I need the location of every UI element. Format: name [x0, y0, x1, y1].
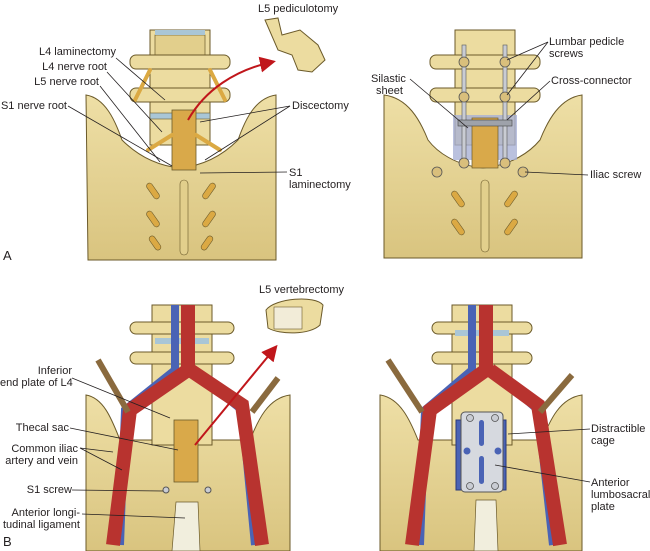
retractor: [95, 358, 131, 414]
pedicle-screw: [458, 157, 470, 169]
label-distractible-cage-line1: Distractible: [591, 423, 646, 435]
panel-letter-b: B: [3, 534, 12, 549]
panel-a-left-illustration: [67, 17, 326, 261]
label-cross-connector: Cross-connector: [551, 75, 632, 87]
leader-lines: [494, 428, 591, 483]
pedicle-screw: [458, 91, 470, 103]
label-anterior-longitudinal-line1: Anterior longi-: [11, 507, 80, 519]
pedicle-screw: [458, 56, 470, 68]
common-iliac-artery: [186, 364, 269, 546]
pedicle-screw: [499, 56, 511, 68]
removal-arrow: [187, 56, 276, 121]
nerve-root: [194, 133, 222, 152]
label-s1-laminectomy-line2: laminectomy: [289, 179, 351, 191]
common-iliac-artery: [405, 305, 493, 546]
s1-screw: [162, 486, 170, 494]
label-l4-nerve-root: L4 nerve root: [42, 61, 107, 73]
retractor: [249, 376, 281, 414]
common-iliac-artery: [106, 305, 195, 546]
anterior-longitudinal-ligament: [171, 501, 201, 551]
thecal-sac: [171, 109, 197, 171]
panel-b-left-illustration: [69, 298, 324, 551]
l5-fragment-bone: [264, 17, 326, 73]
label-common-iliac-line2: artery and vein: [5, 455, 78, 467]
label-thecal-sac: Thecal sac: [15, 422, 69, 434]
panel-b-right-illustration: [379, 304, 591, 551]
label-inferior-end-plate-line2: end plate of L4: [0, 377, 73, 389]
label-s1-laminectomy-line1: S1: [289, 167, 303, 179]
label-l5-nerve-root: L5 nerve root: [34, 76, 99, 88]
cross-connector: [457, 119, 513, 127]
label-s1-nerve-root: S1 nerve root: [0, 100, 67, 112]
anterior-lumbosacral-plate: [460, 411, 504, 493]
label-silastic-sheet-line2: sheet: [376, 85, 403, 97]
label-s1-screw: S1 screw: [26, 484, 72, 496]
label-l4-laminectomy: L4 laminectomy: [38, 46, 116, 58]
label-iliac-screw: Iliac screw: [590, 169, 642, 181]
label-inferior-end-plate-line1: Inferior: [37, 365, 72, 377]
label-discectomy: Discectomy: [292, 100, 349, 112]
retractor: [537, 373, 575, 414]
iliac-screw: [431, 166, 443, 178]
nerve-root: [146, 133, 174, 152]
s1-screw: [204, 486, 212, 494]
leader-lines: [409, 41, 589, 176]
label-anterior-plate-line3: plate: [591, 501, 615, 513]
label-anterior-longitudinal-line2: tudinal ligament: [2, 519, 80, 531]
label-lumbar-pedicle-screws-line1: Lumbar pedicle: [549, 36, 625, 48]
label-anterior-plate-line1: Anterior: [591, 477, 630, 489]
label-l5-vertebrectomy: L5 vertebrectomy: [259, 284, 344, 296]
panel-a-right-illustration: [383, 29, 589, 259]
label-silastic-sheet-line1: Silastic: [371, 73, 406, 85]
retractor: [385, 358, 425, 414]
label-l5-pediculotomy: L5 pediculotomy: [258, 3, 339, 15]
common-iliac-artery: [485, 364, 567, 547]
removal-arrow: [194, 344, 278, 446]
label-distractible-cage-line2: cage: [591, 435, 615, 447]
leader-lines: [67, 57, 291, 174]
label-common-iliac-line1: Common iliac: [11, 443, 78, 455]
disc: [155, 30, 205, 35]
pedicle-screw: [499, 157, 511, 169]
label-anterior-plate-line2: lumbosacral: [591, 489, 650, 501]
label-lumbar-pedicle-screws-line2: screws: [549, 48, 584, 60]
thecal-sac: [173, 419, 199, 483]
panel-letter-a: A: [3, 248, 12, 263]
leader-lines: [69, 377, 186, 519]
